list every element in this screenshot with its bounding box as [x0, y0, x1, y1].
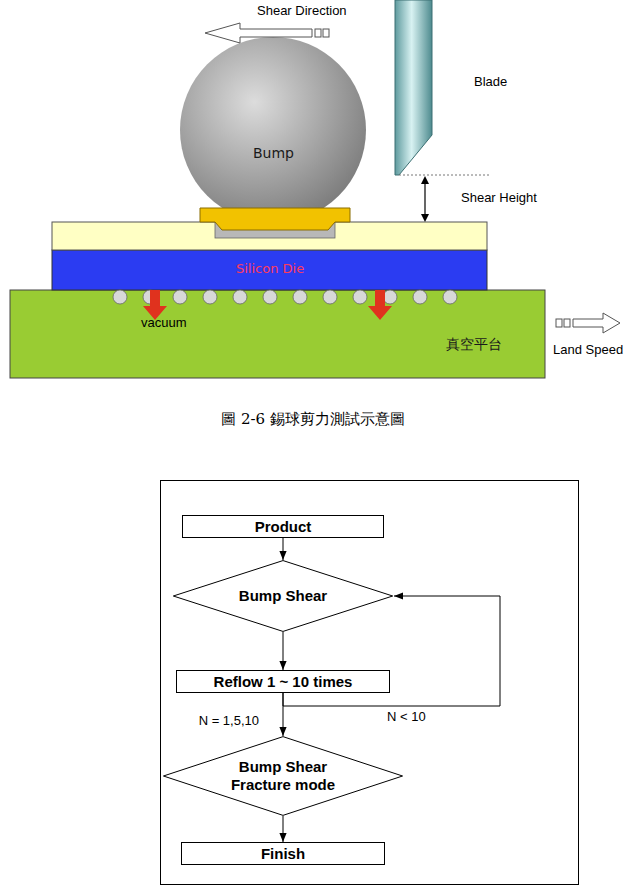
blade-label: Blade [474, 74, 507, 89]
node-text: Bump Shear Fracture mode [222, 758, 344, 794]
flowchart-frame [161, 481, 579, 885]
process-box: Reflow 1 ~ 10 times [176, 670, 390, 693]
land-speed-arrow [556, 313, 620, 333]
bump-node: Bump [180, 37, 366, 223]
part-label: 真空平台 [446, 336, 502, 354]
shear-height-dimension [424, 180, 425, 218]
node-text: Finish [261, 845, 305, 863]
ubm-layer [200, 208, 350, 230]
shear-direction-label: Shear Direction [257, 3, 347, 18]
edge-label: N < 10 [385, 709, 428, 724]
process-box: Product [182, 515, 384, 538]
edge-label: N = 1,5,10 [197, 713, 261, 728]
node-text: Reflow 1 ~ 10 times [214, 673, 353, 691]
platform-band: 真空平台 [10, 290, 545, 378]
flow-connector [283, 538, 284, 560]
die-band: Silicon Die [52, 250, 487, 290]
part-label: Silicon Die [236, 261, 304, 276]
vacuum-platform [10, 290, 545, 378]
terminal-box: Finish [181, 842, 385, 865]
shear-direction-arrow [205, 23, 329, 43]
decision-diamond: Bump Shear [172, 560, 394, 632]
vacuum-label: vacuum [141, 315, 187, 330]
part-label: Bump [253, 145, 294, 161]
flow-connector [283, 816, 284, 842]
silicon-die [52, 250, 487, 290]
vacuum-holes [113, 290, 457, 304]
solder-bump [180, 37, 366, 223]
node-text: Product [255, 518, 312, 536]
shear-blade [395, 0, 432, 175]
shear-height-guide [399, 175, 490, 176]
flow-connector [283, 632, 284, 670]
figure-caption: 圖 2-6 錫球剪力測試示意圖 [0, 410, 626, 429]
node-text: Bump Shear [239, 587, 327, 605]
decision-diamond: Bump Shear Fracture mode [162, 736, 404, 816]
shear-height-label: Shear Height [461, 190, 537, 205]
flow-connector [283, 693, 284, 736]
land-speed-label: Land Speed [553, 342, 623, 357]
